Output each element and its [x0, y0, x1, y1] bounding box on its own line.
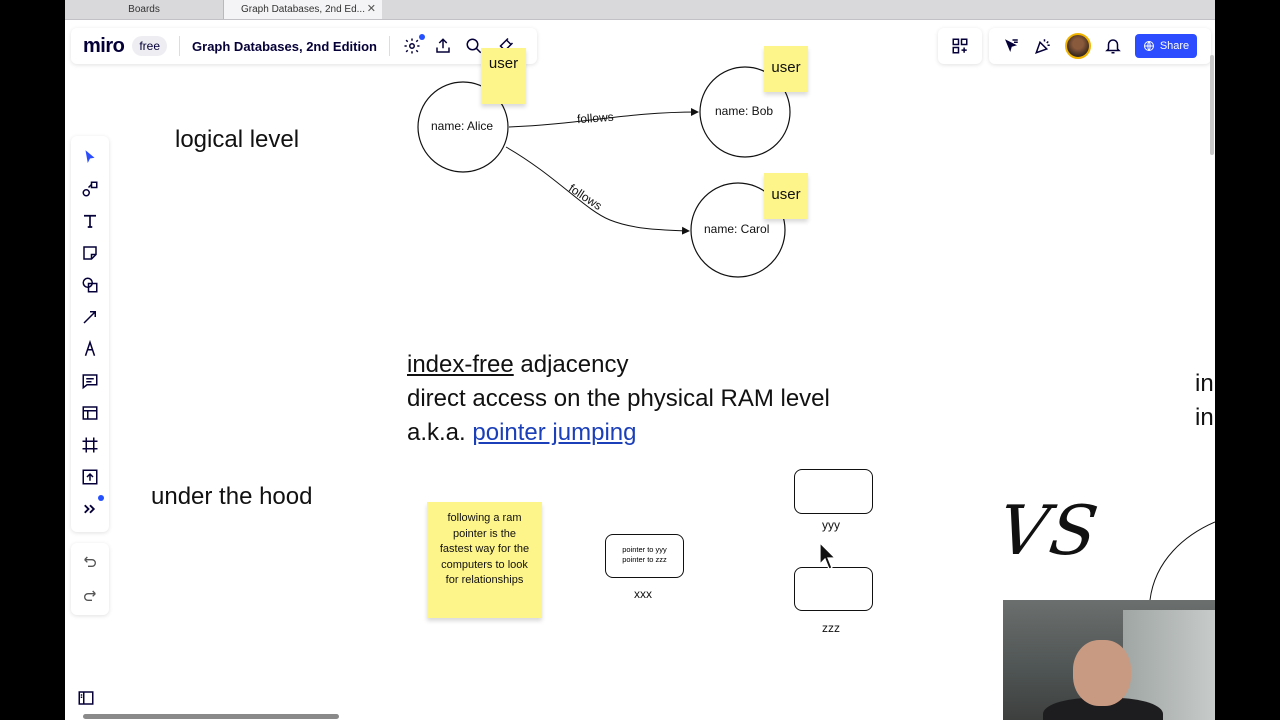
- shapes-tool-icon[interactable]: [80, 275, 100, 295]
- settings-icon[interactable]: [402, 34, 425, 56]
- webcam-overlay: [1003, 600, 1215, 720]
- text-tool-icon[interactable]: [80, 211, 100, 231]
- memory-box-xxx[interactable]: pointer to yyy pointer to zzz: [605, 534, 684, 578]
- templates-tool-icon[interactable]: [80, 179, 100, 199]
- sticky-label: user: [771, 59, 801, 76]
- tab-board[interactable]: Graph Databases, 2nd Ed... ✕: [224, 0, 382, 19]
- user-sticky-note[interactable]: user: [764, 46, 808, 92]
- under-the-hood-label[interactable]: under the hood: [151, 483, 313, 510]
- user-avatar[interactable]: [1065, 33, 1091, 59]
- upload-tool-icon[interactable]: [80, 467, 100, 487]
- table-tool-icon[interactable]: [80, 403, 100, 423]
- globe-icon: [1143, 41, 1154, 51]
- share-label: Share: [1159, 40, 1190, 52]
- search-icon[interactable]: [464, 36, 484, 56]
- partial-circle: [1149, 521, 1215, 601]
- yyy-label[interactable]: yyy: [822, 518, 840, 532]
- upload-icon[interactable]: [433, 36, 453, 56]
- edge-alice-carol: [505, 146, 690, 235]
- sticky-text: following a ram pointer is the fastest w…: [439, 512, 530, 586]
- bell-icon[interactable]: [1103, 36, 1123, 56]
- zzz-label[interactable]: zzz: [822, 621, 840, 635]
- user-sticky-note[interactable]: user: [764, 173, 808, 219]
- node-carol: [690, 182, 786, 278]
- webcam-person-head: [1073, 640, 1131, 706]
- webcam-person-body: [1043, 698, 1163, 720]
- apps-icon[interactable]: [950, 36, 970, 56]
- node-bob-label[interactable]: name: Bob: [715, 104, 774, 118]
- more-tools-dot: [98, 495, 104, 501]
- direct-access-text[interactable]: direct access on the physical RAM level: [407, 385, 830, 412]
- board-header: miro free Graph Databases, 2nd Edition: [71, 28, 537, 64]
- node-carol-label[interactable]: name: Carol: [704, 222, 770, 236]
- cursor-filter-icon[interactable]: [1001, 36, 1021, 56]
- more-tools-icon[interactable]: [80, 495, 104, 519]
- pointer-jumping-link[interactable]: pointer jumping: [472, 419, 637, 446]
- creation-toolbar: [71, 136, 109, 532]
- undo-icon[interactable]: [80, 551, 100, 571]
- redo-icon[interactable]: [80, 585, 100, 605]
- miro-logo[interactable]: miro: [83, 34, 125, 57]
- collaboration-panel: Share: [989, 28, 1211, 64]
- aka-prefix: a.k.a.: [407, 419, 473, 446]
- logical-level-label[interactable]: logical level: [175, 126, 300, 153]
- browser-tab-bar: Boards Graph Databases, 2nd Ed... ✕: [65, 0, 1215, 20]
- explanation-sticky-note[interactable]: following a ram pointer is the fastest w…: [427, 502, 542, 618]
- term-rest: adjacency: [513, 351, 629, 378]
- divider: [179, 36, 181, 56]
- miro-board[interactable]: Boards Graph Databases, 2nd Ed... ✕ miro…: [65, 0, 1215, 720]
- aka-text[interactable]: a.k.a. pointer jumping: [407, 419, 636, 447]
- tab-boards[interactable]: Boards: [65, 0, 224, 19]
- edge-label-follows[interactable]: follows: [576, 109, 615, 127]
- plan-badge[interactable]: free: [132, 36, 168, 56]
- xxx-label[interactable]: xxx: [634, 587, 652, 601]
- divider: [388, 36, 390, 56]
- offscreen-text[interactable]: in: [1195, 404, 1214, 431]
- pointer-yyy-text: pointer to yyy: [622, 545, 667, 554]
- apps-panel: [938, 28, 982, 64]
- node-alice-label[interactable]: name: Alice: [431, 119, 494, 133]
- undo-redo-panel: [71, 543, 109, 615]
- vertical-scrollbar[interactable]: [1210, 55, 1214, 155]
- user-sticky-note[interactable]: user: [481, 48, 526, 104]
- index-free-adjacency-text[interactable]: index-free adjacency: [407, 351, 628, 379]
- pointer-zzz-text: pointer to zzz: [622, 555, 667, 564]
- close-tab-icon[interactable]: ✕: [366, 3, 376, 15]
- notification-dot: [418, 34, 425, 40]
- tab-boards-label: Boards: [128, 4, 160, 15]
- comment-tool-icon[interactable]: [80, 371, 100, 391]
- sidebar-panel-icon[interactable]: [76, 688, 96, 708]
- edge-alice-bob: [508, 108, 699, 128]
- frame-tool-icon[interactable]: [80, 435, 100, 455]
- sticky-label: user: [488, 55, 519, 72]
- sticky-label: user: [771, 186, 801, 203]
- select-tool-icon[interactable]: [80, 147, 100, 167]
- sticky-note-tool-icon[interactable]: [80, 243, 100, 263]
- horizontal-scrollbar[interactable]: [83, 714, 339, 719]
- connection-line-tool-icon[interactable]: [80, 307, 100, 327]
- vs-text[interactable]: VS: [993, 492, 1105, 571]
- pen-tool-icon[interactable]: [80, 339, 100, 359]
- board-title[interactable]: Graph Databases, 2nd Edition: [192, 38, 377, 54]
- memory-box-zzz[interactable]: [794, 567, 873, 611]
- share-button[interactable]: Share: [1135, 34, 1197, 58]
- celebration-icon[interactable]: [1033, 36, 1053, 56]
- offscreen-text[interactable]: in: [1195, 370, 1214, 397]
- tab-board-label: Graph Databases, 2nd Ed...: [241, 4, 365, 15]
- node-alice: [417, 81, 509, 173]
- memory-box-yyy[interactable]: [794, 469, 873, 514]
- mouse-cursor-icon: [819, 542, 837, 570]
- graph-edges: [417, 66, 1215, 601]
- underlined-term: index-free: [407, 351, 514, 378]
